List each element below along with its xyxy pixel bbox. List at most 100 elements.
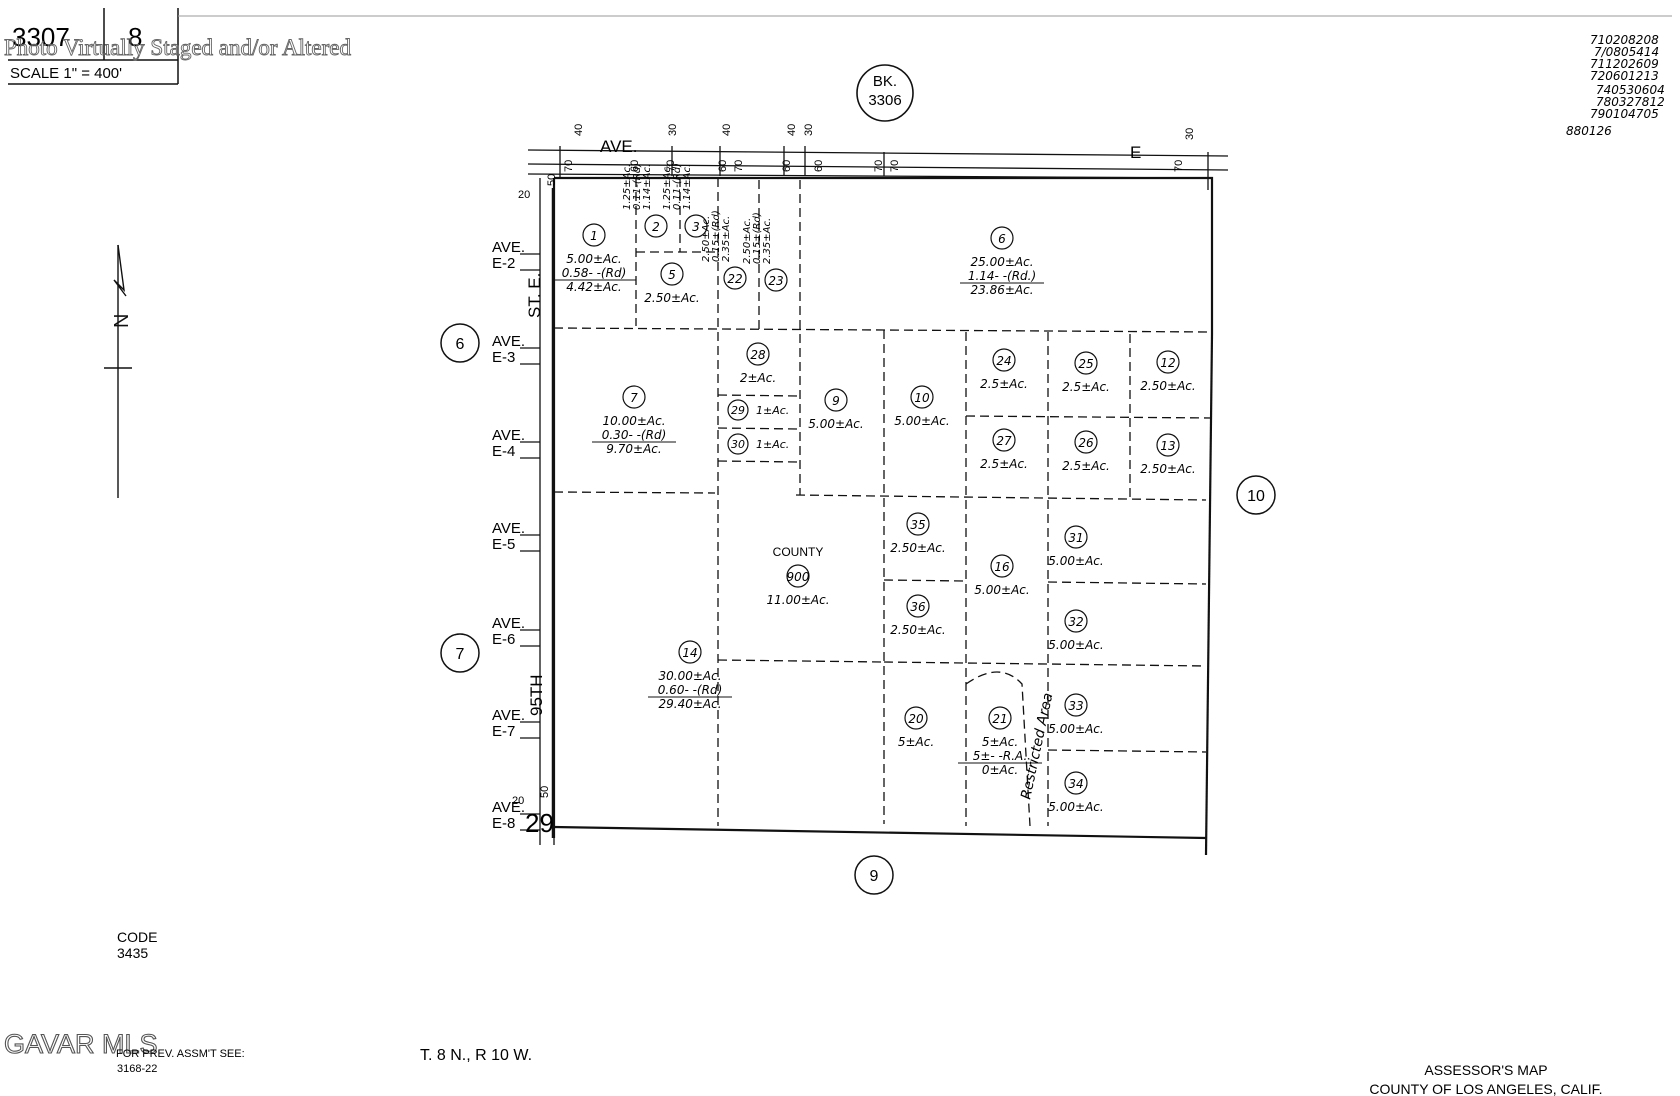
parcel-35: 35 2.50±Ac.: [890, 512, 946, 555]
ave-label: AVE.: [492, 427, 525, 444]
dimension-label: 70: [889, 160, 901, 172]
parcel-acreage: 5.00±Ac.: [1048, 800, 1103, 814]
svg-text:1: 1: [590, 229, 598, 243]
ave-label: AVE.: [492, 799, 525, 816]
parcel-acreage: 2.5±Ac.: [980, 457, 1028, 471]
parcel-acreage: 0.11-(Rd): [632, 163, 643, 210]
svg-text:34: 34: [1068, 777, 1083, 791]
parcel-acreage: 0.58- -(Rd): [562, 266, 627, 280]
dimension-label: 30: [667, 124, 679, 136]
dimension-label: 50: [539, 786, 551, 798]
page-header-box: [8, 8, 1672, 85]
ave-label: AVE.: [492, 239, 525, 256]
dimension-label: 70: [665, 160, 677, 172]
svg-text:23: 23: [768, 274, 783, 288]
parcel-1: 15.00±Ac.0.58- -(Rd)4.42±Ac.: [552, 223, 636, 294]
page-number: 8: [128, 22, 142, 52]
svg-text:31: 31: [1068, 531, 1083, 545]
dimension-label: 70: [873, 160, 885, 172]
dimension-label: 70: [563, 160, 575, 172]
svg-text:14: 14: [682, 646, 697, 660]
svg-text:7: 7: [456, 646, 465, 663]
section-29-label: 29: [525, 808, 554, 838]
parcel-31: 315.00±Ac.: [1048, 525, 1104, 568]
svg-text:30: 30: [731, 438, 745, 451]
parcel-acreage: 2.50±Ac.: [890, 623, 945, 637]
parcel-32: 325.00±Ac.: [1048, 609, 1104, 652]
dimension-label: 60: [813, 160, 825, 172]
parcel-acreage: 2.50±Ac.: [890, 541, 945, 555]
adjacent-page-10: 10: [1236, 475, 1276, 515]
parcel-acreage: 5.00±Ac.: [974, 583, 1029, 597]
st-e-label: ST. E.: [525, 273, 544, 318]
ave-code-label: E-5: [492, 536, 515, 553]
parcel-27: 27 2.5±Ac.: [980, 428, 1028, 471]
svg-text:10: 10: [914, 391, 930, 405]
parcel-acreage: 4.42±Ac.: [566, 280, 621, 294]
book-number: 3307: [12, 22, 70, 52]
parcel-2: 21.25±Ac.0.11-(Rd)1.14±Ac.: [622, 163, 668, 238]
parcel-23: 232.50±Ac.0.15±(Rd)2.35±Ac.: [742, 212, 788, 292]
parcel-9: 9 5.00±Ac.: [808, 388, 864, 431]
svg-text:35: 35: [910, 518, 925, 532]
parcel-25: 252.5±Ac.: [1062, 351, 1110, 394]
svg-text:10: 10: [1247, 488, 1265, 505]
restricted-area-boundary: [965, 671, 1031, 827]
svg-text:9: 9: [832, 394, 840, 408]
parcel-acreage: 25.00±Ac.: [970, 255, 1033, 269]
parcel-owner-label: COUNTY: [773, 545, 824, 559]
parcel-22: 222.50±Ac.0.15±(Rd)2.35±Ac.: [701, 210, 747, 290]
parcel-acreage: 2.50±Ac.: [701, 216, 712, 262]
parcel-acreage: 0.15±(Rd): [752, 212, 763, 264]
parcel-acreage: 0.60- -(Rd): [658, 683, 723, 697]
svg-text:22: 22: [727, 272, 742, 286]
svg-text:7: 7: [630, 391, 638, 405]
dimension-label: 20: [518, 189, 530, 201]
svg-text:6: 6: [998, 232, 1006, 246]
95th-label: 95TH: [527, 674, 546, 716]
parcel-34: 34 5.00±Ac.: [1048, 771, 1104, 814]
parcel-acreage: 9.70±Ac.: [606, 442, 661, 456]
svg-text:N: N: [111, 314, 133, 328]
svg-text:900: 900: [787, 570, 810, 584]
svg-text:27: 27: [996, 434, 1012, 448]
township-label: T. 8 N., R 10 W.: [420, 1047, 532, 1064]
code-value: 3435: [117, 945, 148, 961]
book-reference-circle: BK. 3306: [856, 64, 914, 122]
revision-entry: 740530604: [1596, 83, 1665, 97]
parcel-acreage: 2.50±Ac.: [1140, 462, 1195, 476]
parcel-acreage: 0±Ac.: [982, 763, 1018, 777]
svg-text:36: 36: [910, 600, 926, 614]
parcel-acreage: 5.00±Ac.: [1048, 722, 1103, 736]
ave-code-label: E-4: [492, 443, 515, 460]
parcel-acreage: 5±Ac.: [982, 735, 1018, 749]
parcel-acreage: 5.00±Ac.: [808, 417, 863, 431]
ave-code-label: E-6: [492, 631, 515, 648]
revision-entry: 710208208: [1590, 33, 1659, 47]
parcel-900: COUNTY 900 11.00±Ac.: [766, 545, 829, 607]
parcel-5: 52.50±Ac.: [644, 262, 700, 305]
parcel-3: 31.25±Ac.0.11-(Rd)1.14±Ac.: [662, 163, 708, 238]
scale-label: SCALE 1" = 400': [10, 65, 122, 82]
parcel-acreage: 30.00±Ac.: [658, 669, 721, 683]
ave-top-e-label: E: [1130, 143, 1141, 162]
parcel-division-lines: [553, 178, 1213, 826]
svg-text:6: 6: [456, 336, 465, 353]
revision-list: 7102082087/08054147112026097206012137405…: [1566, 33, 1665, 138]
svg-text:3: 3: [692, 220, 700, 234]
parcel-20: 205±Ac.: [898, 706, 934, 749]
ave-code-label: E-3: [492, 349, 515, 366]
code-label: CODE: [117, 929, 157, 945]
parcel-acreage: 11.00±Ac.: [766, 593, 829, 607]
adjacent-page-9: 9: [854, 855, 894, 895]
assessor-map-title: ASSESSOR'S MAP: [1424, 1062, 1547, 1078]
parcel-acreage: 2±Ac.: [740, 371, 776, 385]
dimension-label: 40: [786, 124, 798, 136]
parcel-acreage: 2.5±Ac.: [1062, 459, 1110, 473]
dimension-label: 60: [629, 160, 641, 172]
dimension-label: 30: [1184, 128, 1196, 140]
dimension-label: 60: [781, 160, 793, 172]
parcel-10: 105.00±Ac.: [894, 385, 950, 428]
svg-text:24: 24: [996, 354, 1011, 368]
